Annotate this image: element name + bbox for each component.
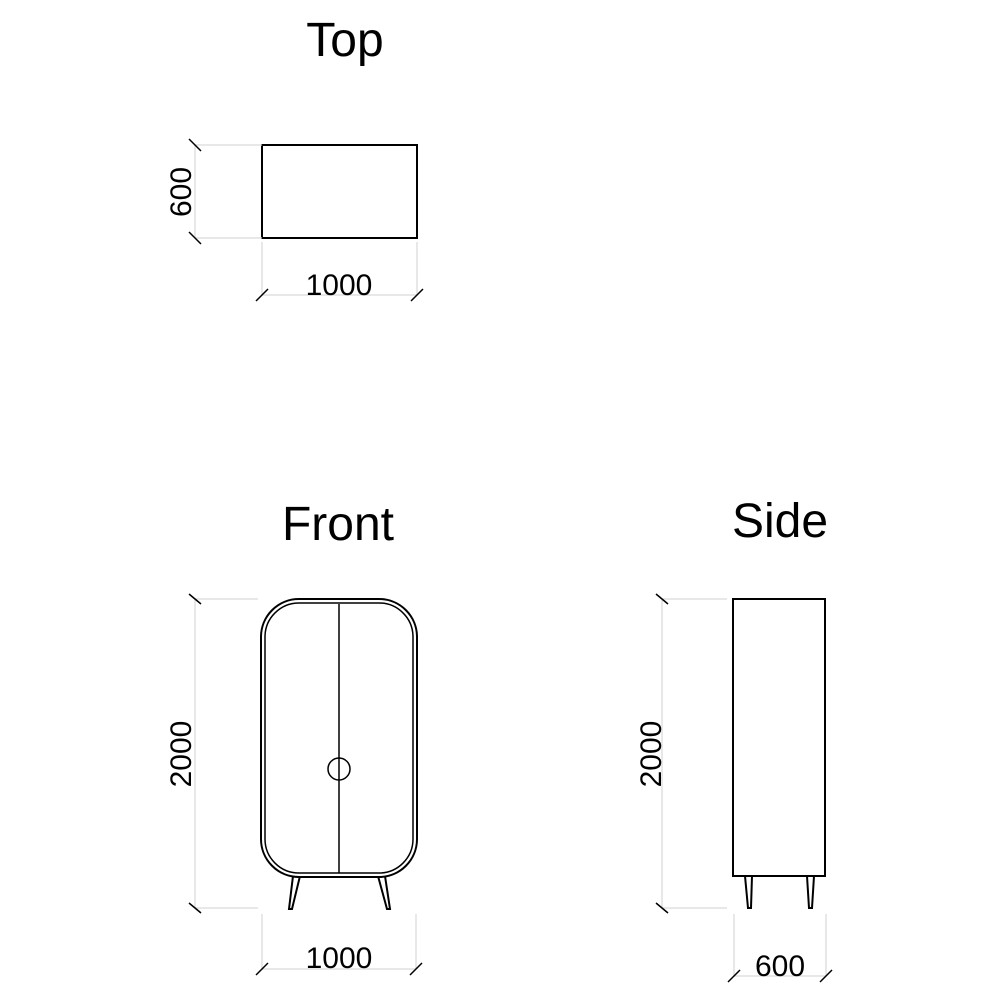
front-height-label: 2000 (165, 721, 198, 788)
top-width-dimension: 1000 (255, 242, 424, 302)
side-cabinet-outline (732, 598, 826, 877)
top-view-outline (261, 144, 418, 239)
front-height-dimension: 2000 (165, 593, 258, 914)
side-height-label: 2000 (635, 721, 668, 788)
side-height-dimension: 2000 (635, 593, 727, 914)
side-leg-left (743, 875, 754, 909)
front-view: Front 2000 1000 (165, 498, 423, 976)
top-view-title: Top (306, 14, 383, 67)
front-legs (287, 875, 392, 910)
front-width-dimension: 1000 (255, 914, 423, 976)
side-legs (743, 875, 816, 909)
side-view: Side 2000 600 (635, 495, 833, 983)
top-width-label: 1000 (306, 269, 373, 302)
top-depth-label: 600 (165, 167, 198, 217)
side-depth-label: 600 (755, 950, 805, 983)
front-leg-right (376, 875, 392, 910)
front-view-title: Front (282, 498, 394, 551)
top-depth-dimension: 600 (165, 138, 262, 245)
top-view: Top 600 1000 (165, 14, 424, 302)
front-width-label: 1000 (306, 942, 373, 975)
side-view-title: Side (732, 495, 828, 548)
side-leg-right (805, 875, 816, 909)
front-leg-left (287, 875, 302, 910)
side-depth-dimension: 600 (727, 914, 833, 983)
